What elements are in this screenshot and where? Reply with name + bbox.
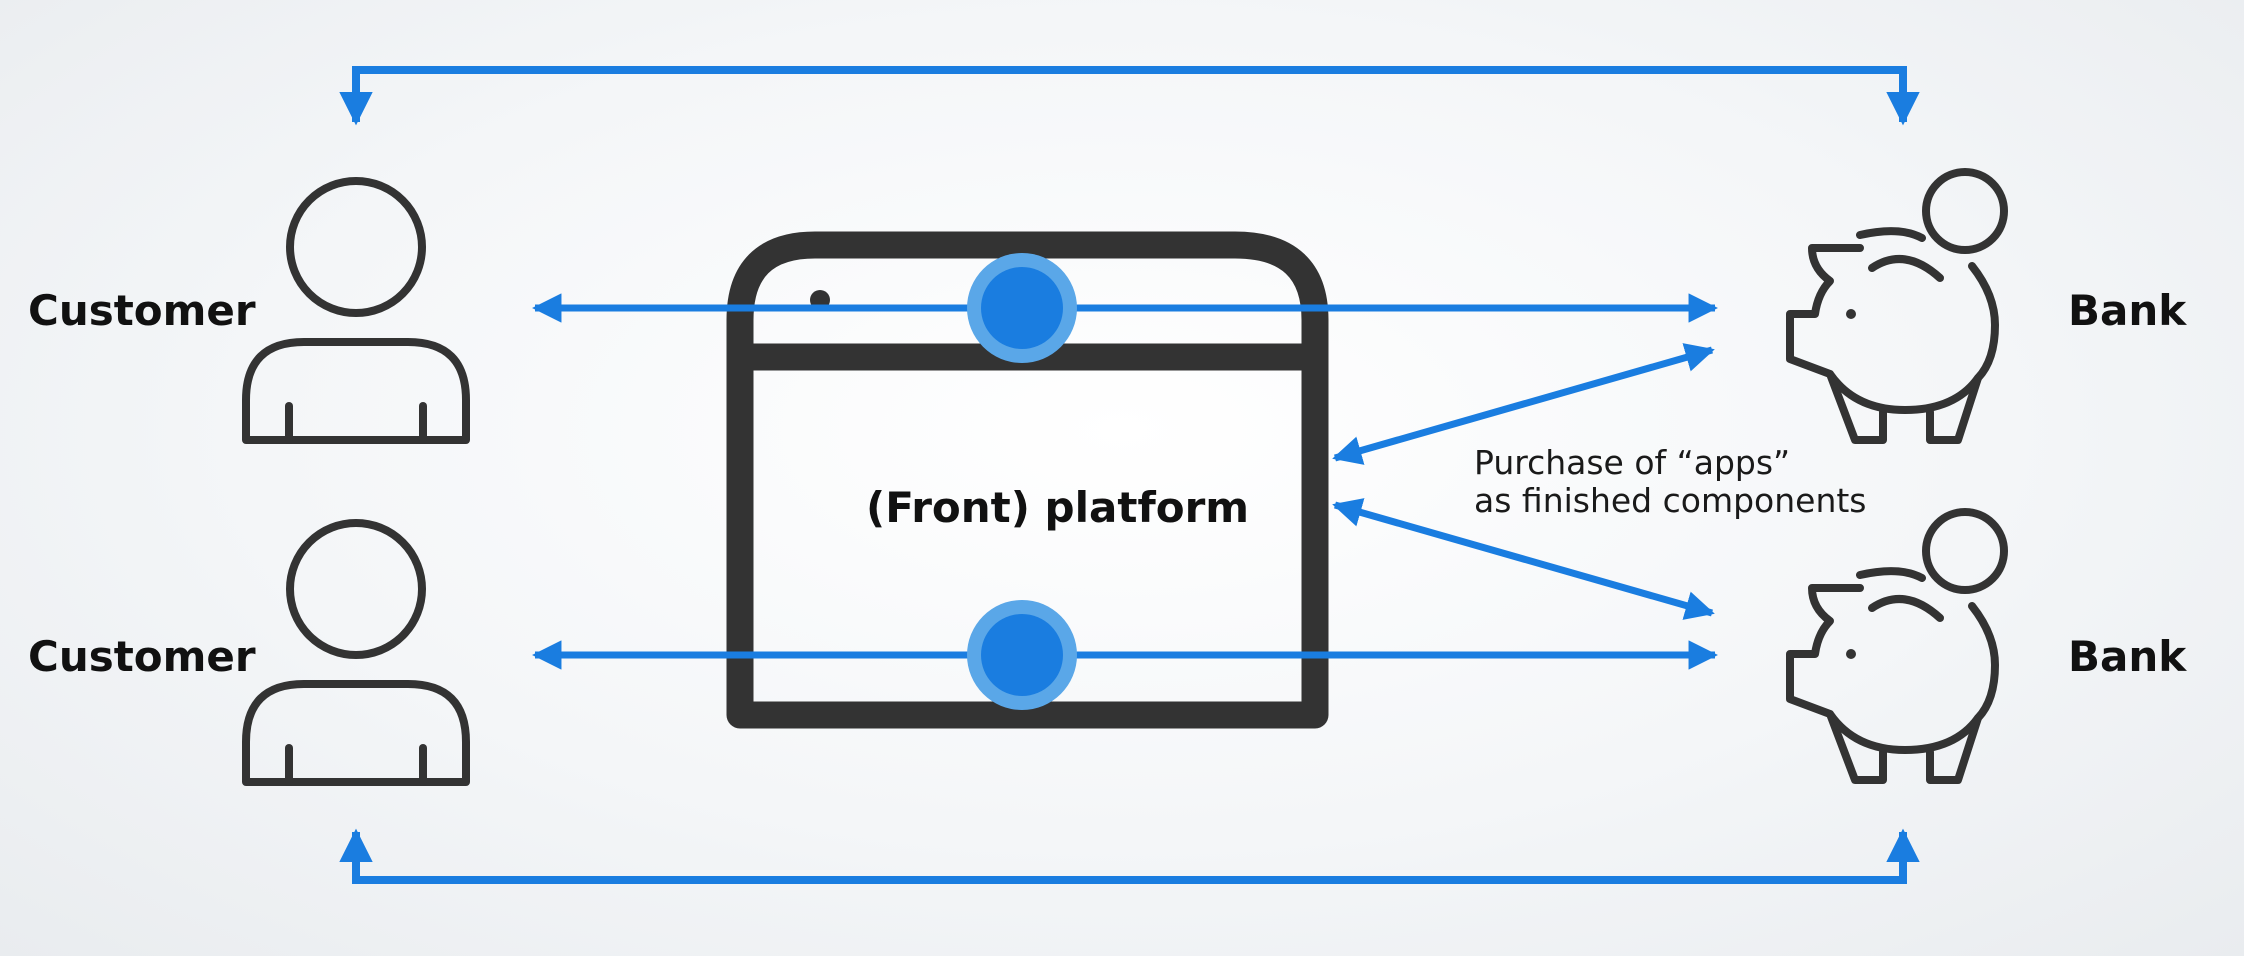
upper-purchase-arrow bbox=[1332, 343, 1715, 465]
bank-label-top: Bank bbox=[2068, 286, 2187, 335]
lower-purchase-arrow bbox=[1332, 498, 1715, 620]
piggy-bank-icon bbox=[1786, 508, 2008, 784]
purchase-note-line-2: as finished components bbox=[1474, 481, 1867, 520]
person-icon bbox=[242, 519, 470, 786]
purchase-note-line-1: Purchase of “apps” bbox=[1474, 443, 1791, 482]
bank-label-bottom: Bank bbox=[2068, 632, 2187, 681]
platform-node-top bbox=[967, 253, 1077, 363]
customer-label-bottom: Customer bbox=[28, 632, 256, 681]
top-connector-arrow bbox=[339, 66, 1920, 126]
bottom-connector-arrow bbox=[339, 828, 1920, 884]
person-icon bbox=[242, 177, 470, 444]
platform-label: (Front) platform bbox=[866, 483, 1250, 532]
piggy-bank-icon bbox=[1786, 168, 2008, 444]
purchase-note: Purchase of “apps” as finished component… bbox=[1474, 444, 1867, 520]
customer-label-top: Customer bbox=[28, 286, 256, 335]
platform-node-bottom bbox=[967, 600, 1077, 710]
